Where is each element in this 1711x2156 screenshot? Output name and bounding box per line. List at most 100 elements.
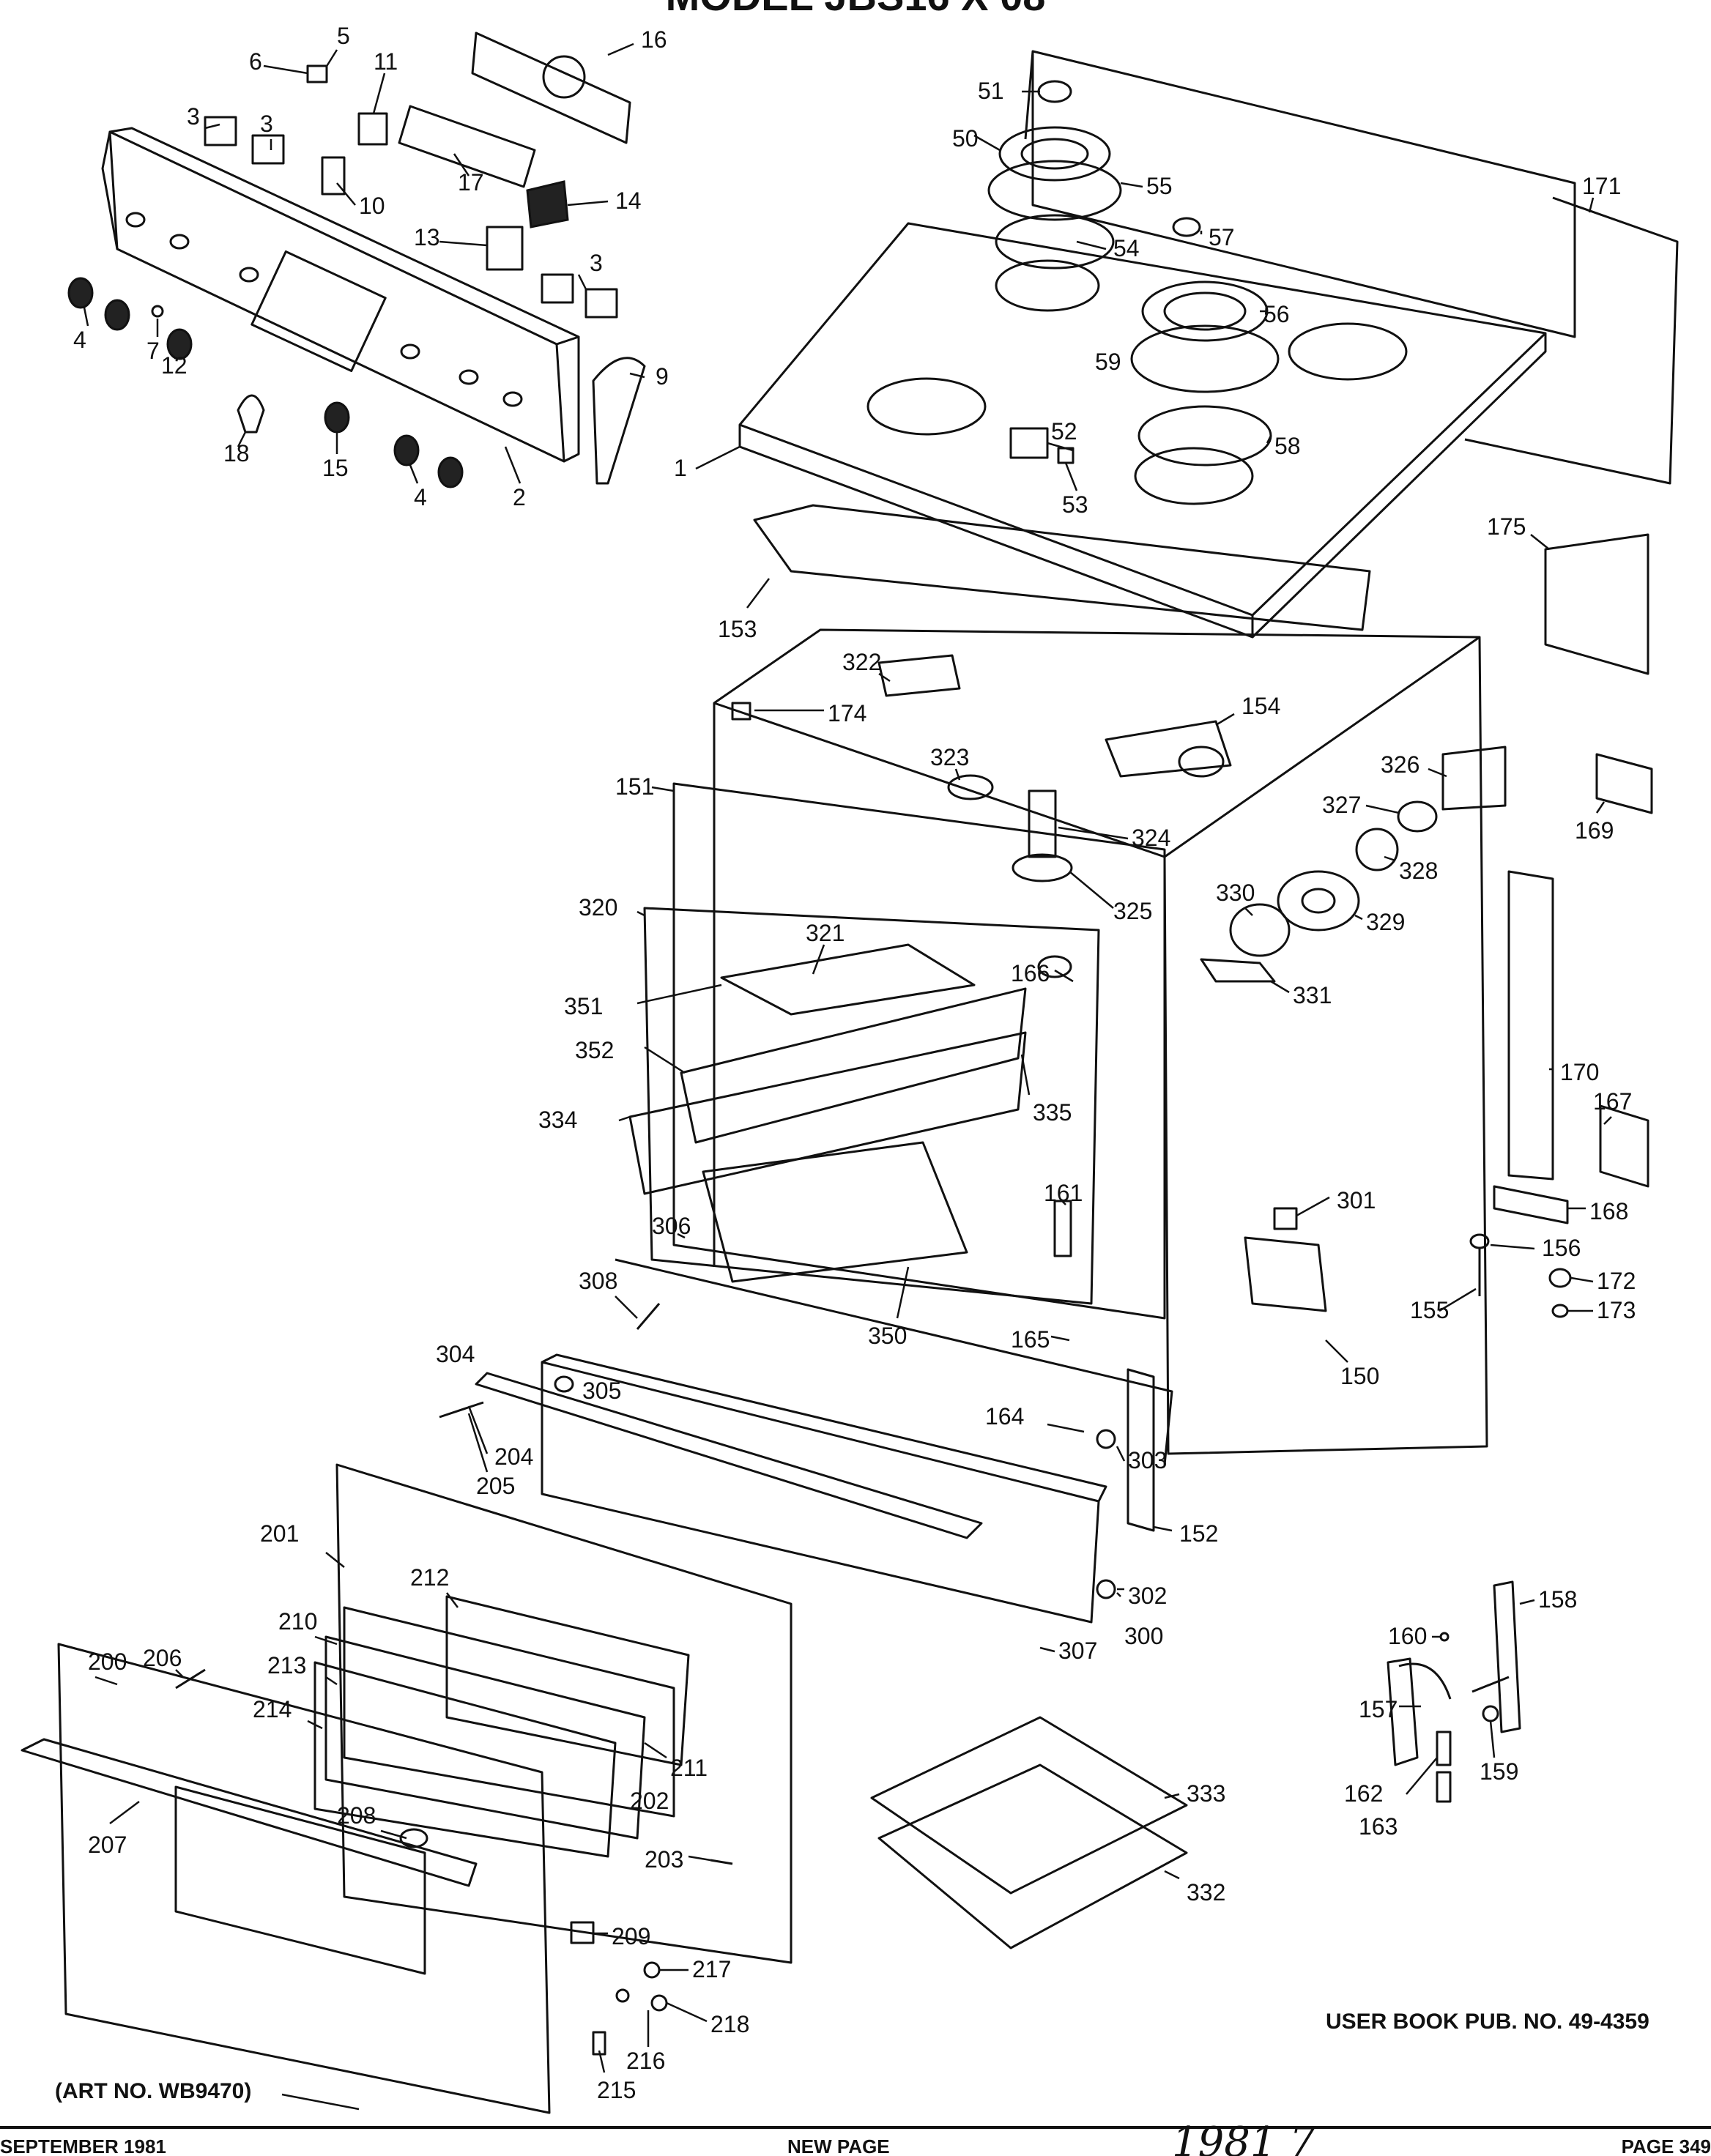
label-320: 320 <box>579 894 617 921</box>
label-172: 172 <box>1597 1268 1636 1294</box>
label-4b: 4 <box>414 484 427 510</box>
label-335: 335 <box>1033 1099 1072 1126</box>
label-326: 326 <box>1381 751 1419 778</box>
label-10: 10 <box>359 193 385 219</box>
leader-lines <box>83 42 1612 2073</box>
label-202: 202 <box>630 1788 669 1814</box>
label-307: 307 <box>1058 1638 1097 1664</box>
label-158: 158 <box>1538 1586 1577 1613</box>
cooktop-parts <box>738 50 1679 675</box>
label-171: 171 <box>1582 173 1621 199</box>
oven-body-parts <box>628 628 1653 1455</box>
label-352: 352 <box>575 1037 614 1063</box>
label-7: 7 <box>146 338 160 364</box>
label-51: 51 <box>978 78 1004 104</box>
page-number: PAGE 349 <box>1622 2135 1711 2156</box>
label-208: 208 <box>337 1802 376 1829</box>
label-327: 327 <box>1322 792 1361 818</box>
label-303: 303 <box>1128 1447 1167 1473</box>
label-169: 169 <box>1575 817 1614 844</box>
label-302: 302 <box>1128 1583 1167 1609</box>
footer: (ART NO. WB9470) USER BOOK PUB. NO. 49-4… <box>0 2010 1711 2156</box>
label-306: 306 <box>652 1213 691 1239</box>
label-9: 9 <box>656 363 669 390</box>
label-55: 55 <box>1146 173 1173 199</box>
label-4a: 4 <box>73 327 86 353</box>
label-154: 154 <box>1242 693 1280 719</box>
label-215: 215 <box>597 2077 636 2103</box>
label-3b: 3 <box>260 111 273 137</box>
label-216: 216 <box>626 2048 665 2074</box>
label-210: 210 <box>278 1608 317 1635</box>
label-15: 15 <box>322 455 349 481</box>
label-53: 53 <box>1062 491 1088 518</box>
label-321: 321 <box>806 920 845 946</box>
label-328: 328 <box>1399 858 1438 884</box>
label-156: 156 <box>1542 1235 1581 1261</box>
label-157: 157 <box>1359 1696 1398 1722</box>
label-11: 11 <box>374 48 398 75</box>
label-56: 56 <box>1263 301 1290 327</box>
label-3a: 3 <box>187 103 200 130</box>
part-number-labels: 1 2 3 3 3 4 4 5 6 7 9 10 11 12 13 14 15 … <box>73 23 1636 2103</box>
label-212: 212 <box>410 1564 449 1591</box>
label-153: 153 <box>718 616 757 642</box>
art-number: (ART NO. WB9470) <box>55 2079 251 2103</box>
label-12: 12 <box>161 352 188 379</box>
label-6: 6 <box>249 48 262 75</box>
control-panel-parts <box>67 31 646 488</box>
label-174: 174 <box>828 700 866 726</box>
label-168: 168 <box>1589 1198 1628 1224</box>
label-1: 1 <box>674 455 687 481</box>
label-16: 16 <box>641 26 667 53</box>
label-218: 218 <box>710 2011 749 2037</box>
label-155: 155 <box>1410 1297 1449 1323</box>
label-150: 150 <box>1340 1363 1379 1389</box>
label-332: 332 <box>1187 1879 1225 1906</box>
label-204: 204 <box>494 1443 533 1470</box>
label-213: 213 <box>267 1652 306 1679</box>
label-14: 14 <box>615 187 642 214</box>
label-160: 160 <box>1388 1623 1427 1649</box>
label-305: 305 <box>582 1378 621 1404</box>
label-17: 17 <box>458 169 484 196</box>
label-5: 5 <box>337 23 350 49</box>
label-164: 164 <box>985 1403 1024 1430</box>
label-170: 170 <box>1560 1059 1599 1085</box>
label-57: 57 <box>1209 224 1235 250</box>
label-324: 324 <box>1132 825 1170 851</box>
label-322: 322 <box>842 649 881 675</box>
label-330: 330 <box>1216 880 1255 906</box>
label-58: 58 <box>1274 433 1301 459</box>
label-163: 163 <box>1359 1813 1398 1840</box>
drawer-and-door-parts <box>21 1258 1521 2114</box>
label-205: 205 <box>476 1473 515 1499</box>
label-162: 162 <box>1344 1780 1383 1807</box>
label-166: 166 <box>1011 960 1050 986</box>
model-title: MODEL JBS16 X 08 <box>666 0 1046 19</box>
label-3c: 3 <box>590 250 603 276</box>
label-159: 159 <box>1480 1758 1518 1785</box>
label-52: 52 <box>1051 418 1077 445</box>
publication-date: SEPTEMBER 1981 <box>0 2135 166 2156</box>
label-151: 151 <box>615 773 654 800</box>
label-301: 301 <box>1337 1187 1376 1213</box>
label-207: 207 <box>88 1832 127 1858</box>
label-13: 13 <box>414 224 440 250</box>
handwritten-note: 1981 7 <box>1172 2119 1315 2156</box>
user-book-number: USER BOOK PUB. NO. 49-4359 <box>1326 2010 1649 2034</box>
label-211: 211 <box>670 1755 708 1781</box>
label-206: 206 <box>143 1645 182 1671</box>
label-200: 200 <box>88 1648 127 1675</box>
label-165: 165 <box>1011 1326 1050 1353</box>
label-201: 201 <box>260 1520 299 1547</box>
label-331: 331 <box>1293 982 1332 1008</box>
label-350: 350 <box>868 1323 907 1349</box>
label-214: 214 <box>253 1696 292 1722</box>
label-334: 334 <box>538 1107 577 1133</box>
label-217: 217 <box>692 1956 731 1982</box>
label-54: 54 <box>1113 235 1140 261</box>
label-300: 300 <box>1124 1623 1163 1649</box>
label-308: 308 <box>579 1268 617 1294</box>
